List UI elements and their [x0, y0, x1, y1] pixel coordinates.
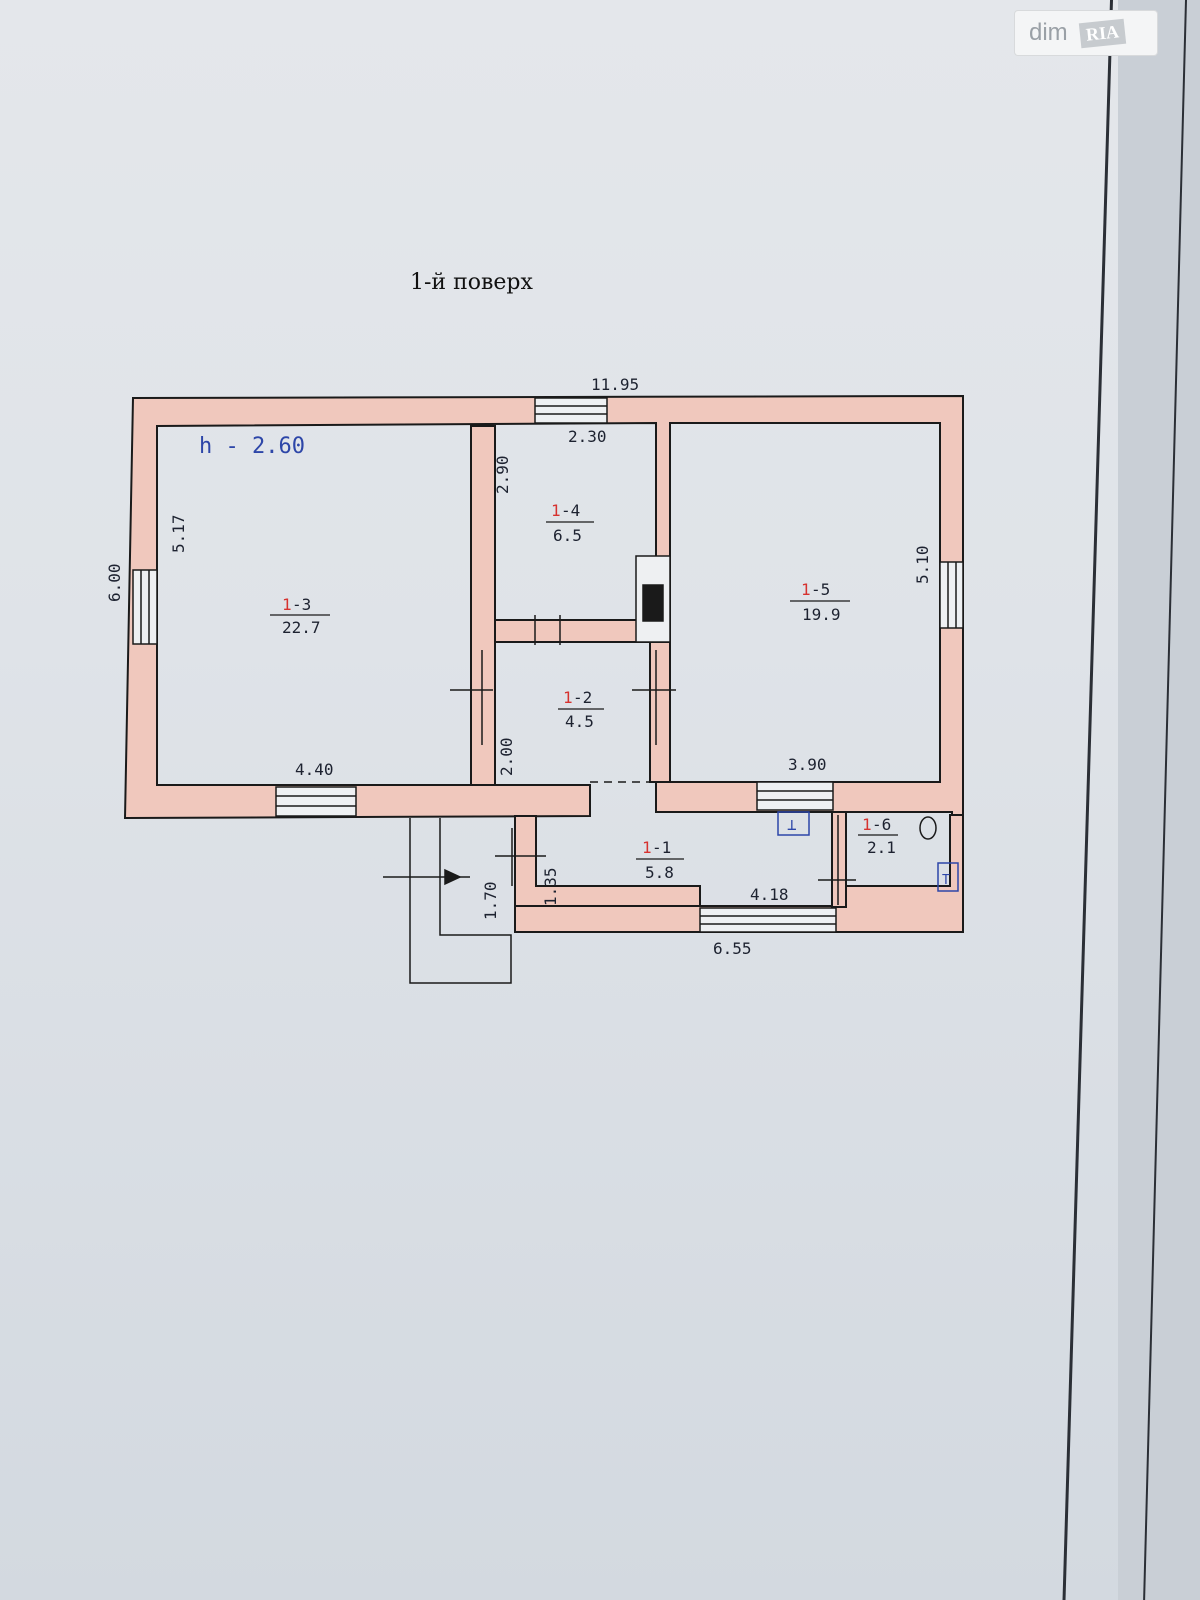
door-marks [450, 615, 856, 905]
svg-text:4.5: 4.5 [565, 712, 594, 731]
window-room1-bottom [699, 907, 837, 933]
dim-room2-depth: 2.00 [497, 737, 516, 776]
room-1-2-label: 1 -2 4.5 [558, 688, 604, 731]
window-room3-bottom [275, 786, 357, 817]
dim-rear-width: 6.55 [713, 939, 752, 958]
dim-porch-depth: 1.70 [481, 881, 500, 920]
window-room5-bottom [756, 781, 834, 811]
windows [132, 397, 964, 933]
dim-room5-width: 3.90 [788, 755, 827, 774]
window-top [534, 397, 608, 424]
wc-partition [831, 811, 847, 908]
room-1-4-label: 1 -4 6.5 [546, 501, 594, 545]
svg-text:-5: -5 [811, 580, 830, 599]
svg-text:19.9: 19.9 [802, 605, 841, 624]
dim-room4-depth: 2.90 [493, 455, 512, 494]
svg-text:-3: -3 [292, 595, 311, 614]
watermark-dim: dim [1029, 19, 1068, 46]
floor-title: 1-й поверх [410, 270, 533, 295]
svg-text:1: 1 [551, 501, 561, 520]
heater-symbol-box [937, 862, 959, 892]
stove-flue [642, 584, 664, 622]
toilet-icon [919, 816, 937, 840]
dim-overall-width: 11.95 [591, 375, 639, 394]
partition-wall-mid [494, 619, 639, 643]
dim-room1-depth: 1.35 [541, 867, 560, 906]
entrance-arrow [444, 868, 462, 886]
room-1-6-label: 1 -6 2.1 [858, 815, 898, 857]
lower-wall-bottom [514, 814, 964, 933]
fixtures [777, 811, 959, 892]
sink-symbol-box [777, 811, 810, 836]
porch [383, 818, 512, 984]
heater-icon: T [942, 873, 950, 888]
dimria-watermark: dim RIA [1014, 10, 1158, 56]
svg-text:22.7: 22.7 [282, 618, 321, 637]
dim-room1-width: 4.18 [750, 885, 789, 904]
svg-text:-2: -2 [573, 688, 592, 707]
dim-room4-width: 2.30 [568, 427, 607, 446]
svg-text:-6: -6 [872, 815, 891, 834]
partition-wall-left [470, 425, 496, 786]
dim-overall-depth: 6.00 [105, 563, 124, 602]
svg-text:1: 1 [862, 815, 872, 834]
room-1-3-label: 1 -3 22.7 [270, 595, 330, 637]
dim-room3-width: 4.40 [295, 760, 334, 779]
window-left [132, 569, 158, 645]
svg-text:5.8: 5.8 [645, 863, 674, 882]
svg-text:6.5: 6.5 [553, 526, 582, 545]
porch-outline [409, 818, 512, 984]
window-right [939, 561, 964, 629]
svg-text:-1: -1 [652, 838, 671, 857]
svg-text:1: 1 [282, 595, 292, 614]
svg-text:1: 1 [801, 580, 811, 599]
room-1-5-label: 1 -5 19.9 [790, 580, 850, 624]
ceiling-height-label: h - 2.60 [199, 434, 305, 459]
svg-text:-4: -4 [561, 501, 580, 520]
svg-text:1: 1 [563, 688, 573, 707]
room-1-1-label: 1 -1 5.8 [636, 838, 684, 882]
dim-room3-depth: 5.17 [169, 514, 188, 553]
svg-text:1: 1 [642, 838, 652, 857]
partition-wall-right [649, 641, 671, 783]
dim-room5-depth: 5.10 [913, 545, 932, 584]
sink-icon: ⊥ [787, 815, 797, 834]
svg-text:2.1: 2.1 [867, 838, 896, 857]
